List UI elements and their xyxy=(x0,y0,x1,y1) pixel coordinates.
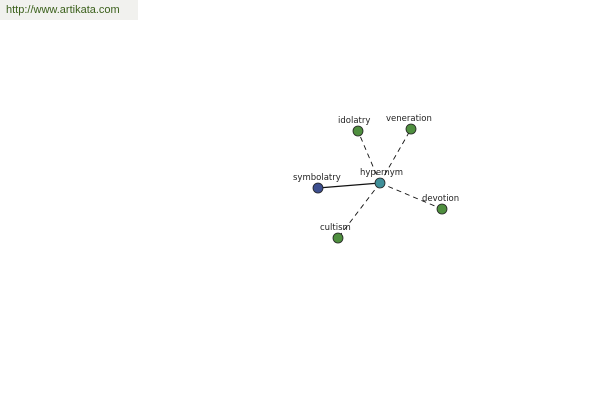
edge-idolatry xyxy=(357,130,381,184)
edge-devotion xyxy=(379,182,443,210)
node-label-veneration[interactable]: veneration xyxy=(386,114,432,124)
node-devotion[interactable] xyxy=(436,203,448,215)
node-hypernym[interactable] xyxy=(374,177,386,189)
labels: idolatry veneration symbolatry devotion cult… xyxy=(293,114,459,233)
node-label-devotion[interactable]: devotion xyxy=(422,194,459,204)
node-cultism[interactable] xyxy=(332,232,344,244)
node-label-symbolatry[interactable]: symbolatry xyxy=(293,173,341,183)
url-banner: http://www.artikata.com xyxy=(0,0,138,20)
edge-symbolatry xyxy=(317,182,381,189)
site-url[interactable]: http://www.artikata.com xyxy=(6,4,120,16)
nodes xyxy=(312,123,448,244)
edge-veneration xyxy=(379,128,412,184)
node-label-idolatry[interactable]: idolatry xyxy=(338,116,370,126)
node-label-hypernym[interactable]: hypernym xyxy=(360,168,403,178)
node-veneration[interactable] xyxy=(405,123,417,135)
node-label-cultism[interactable]: cultism xyxy=(320,223,351,233)
node-symbolatry[interactable] xyxy=(312,182,324,194)
edge-cultism xyxy=(337,182,381,239)
node-idolatry[interactable] xyxy=(352,125,364,137)
edges xyxy=(317,128,443,239)
